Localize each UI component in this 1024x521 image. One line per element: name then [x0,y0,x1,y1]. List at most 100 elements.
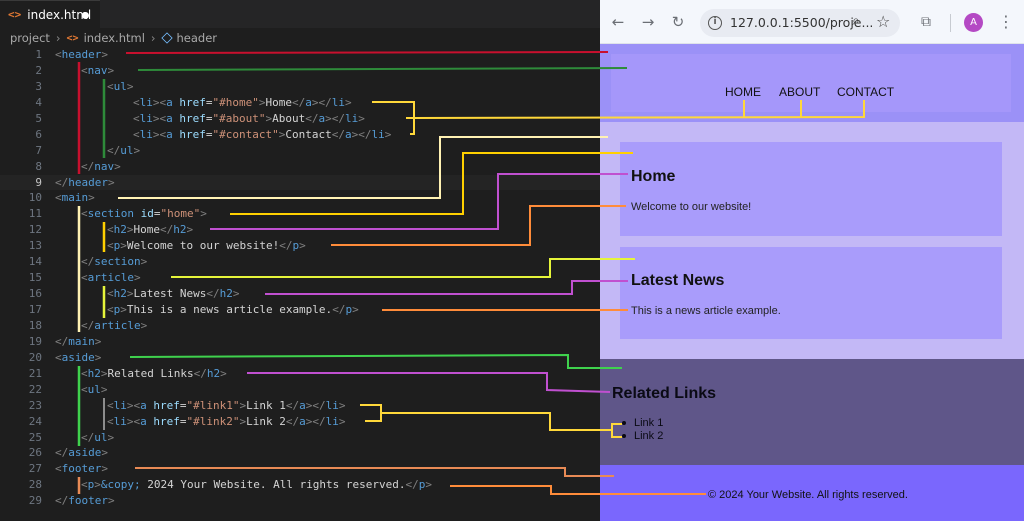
line-number: 16 [28,287,42,301]
line-number: 10 [28,191,42,205]
code-line[interactable]: 26</aside> [0,445,600,461]
code-line[interactable]: 9</header> [0,174,600,191]
rendered-page: HOME ABOUT CONTACT Home Welcome to our w… [600,44,1024,521]
article-card: Latest News This is a news article examp… [620,247,1002,339]
code-text: </section> [81,254,147,270]
reload-icon[interactable]: ↻ [671,13,685,31]
code-line[interactable]: 29</footer> [0,493,600,509]
code-token: </ [81,430,95,444]
zoom-icon[interactable]: ⌕ [852,13,860,29]
code-line[interactable]: 28<p>&copy; 2024 Your Website. All right… [0,477,600,493]
code-line[interactable]: 7</ul> [0,143,600,159]
code-line[interactable]: 25</ul> [0,430,600,446]
code-token: href [179,95,206,109]
nav-link-about[interactable]: ABOUT [779,85,821,99]
code-line[interactable]: 2<nav> [0,63,600,79]
site-info-icon[interactable]: i [708,16,722,30]
browser-menu-icon[interactable]: ⋮ [998,12,1014,31]
browser-toolbar: ← → ↻ i 127.0.0.1:5500/proje... ⌕ ☆ ⧉ A … [600,0,1024,44]
nav-link-contact[interactable]: CONTACT [837,85,895,99]
tab-index-html[interactable]: <> index.html [0,0,100,28]
line-number: 15 [28,271,42,285]
code-line[interactable]: 13<p>Welcome to our website!</p> [0,238,600,254]
code-token: h2 [219,287,233,301]
code-token: < [107,303,114,316]
code-token: < [107,239,114,253]
aside-link-item[interactable]: Link 1 [622,417,663,429]
code-line[interactable]: 24<li><a href="#link2">Link 2</a></li> [0,414,600,430]
code-token: > [258,95,266,109]
code-token: > [94,334,102,348]
code-line[interactable]: 14</section> [0,254,600,270]
code-line[interactable]: 20<aside> [0,350,600,366]
site-main: Home Welcome to our website! Latest News… [600,122,1024,359]
bookmark-star-icon[interactable]: ☆ [876,12,891,31]
code-token: </ [305,111,319,125]
code-token: < [55,462,62,476]
code-token: This is a news article example. [126,303,333,316]
editor-tab-bar: <> index.html [0,0,600,28]
code-token: < [133,111,140,125]
code-line[interactable]: 19</main> [0,334,600,350]
breadcrumb-symbol[interactable]: header [176,31,218,45]
breadcrumb-folder[interactable]: project [10,31,50,45]
code-text: <ul> [81,382,108,398]
url-text[interactable]: 127.0.0.1:5500/proje... [730,15,874,30]
code-token: </ [55,175,69,189]
code-line[interactable]: 11<section id="home"> [0,206,600,222]
code-line[interactable]: 4<li><a href="#home">Home</a></li> [0,95,600,111]
code-token: "#link1" [186,398,240,412]
code-token: </ [55,446,69,460]
code-token: ></ [305,398,326,412]
line-number: 3 [35,79,42,93]
code-line[interactable]: 6<li><a href="#contact">Contact</a></li> [0,127,600,143]
code-line[interactable]: 15<article> [0,270,600,286]
forward-arrow-icon[interactable]: → [641,13,655,31]
code-line[interactable]: 12<h2>Home</h2> [0,222,600,238]
line-number: 18 [28,318,42,332]
code-token: < [55,350,62,364]
tab-label: index.html [27,7,92,22]
extensions-puzzle-icon[interactable]: ⧉ [921,14,931,30]
code-token: </ [55,334,69,348]
code-line[interactable]: 5<li><a href="#about">About</a></li> [0,111,600,127]
code-line[interactable]: 23<li><a href="#link1">Link 1</a></li> [0,398,600,414]
code-line[interactable]: 3<ul> [0,79,600,95]
code-line[interactable]: 10<main> [0,190,600,206]
line-number: 4 [35,95,42,109]
browser-window: ← → ↻ i 127.0.0.1:5500/proje... ⌕ ☆ ⧉ A … [600,0,1024,521]
code-token: > [200,207,207,221]
code-line[interactable]: 8</nav> [0,159,600,175]
back-arrow-icon[interactable]: ← [611,13,625,31]
code-line[interactable]: 17<p>This is a news article example.</p> [0,302,600,318]
code-token: > [108,175,115,189]
code-area[interactable]: 1<header>2<nav>3<ul>4<li><a href="#home"… [0,47,600,509]
code-token: a [140,414,147,428]
code-token: "#link2" [186,414,240,428]
unsaved-dot-icon[interactable] [82,12,89,19]
code-token: < [133,127,140,141]
code-token: aside [68,446,102,460]
aside-link-1[interactable]: Link 1 [634,417,664,429]
aside-link-2[interactable]: Link 2 [634,430,664,442]
code-line[interactable]: 18</article> [0,318,600,334]
aside-link-item[interactable]: Link 2 [622,430,663,442]
code-text: <li><a href="#link2">Link 2</a></li> [107,414,345,430]
html-file-icon: <> [66,32,79,44]
breadcrumb-file[interactable]: index.html [83,31,145,45]
code-line[interactable]: 22<ul> [0,382,600,398]
code-line[interactable]: 21<h2>Related Links</h2> [0,366,600,382]
code-token: > [344,95,352,109]
address-bar[interactable]: i 127.0.0.1:5500/proje... ⌕ ☆ [700,9,900,37]
code-text: <section id="home"> [81,206,207,222]
bullet-icon [622,434,626,439]
code-token: About [272,111,306,125]
code-token: > [239,398,247,412]
profile-avatar[interactable]: A [964,13,983,32]
nav-link-home[interactable]: HOME [725,85,761,99]
code-token: > [338,398,346,412]
code-line[interactable]: 16<h2>Latest News</h2> [0,286,600,302]
code-line[interactable]: 1<header> [0,47,600,63]
code-line[interactable]: 27<footer> [0,461,600,477]
code-text: <header> [55,47,108,63]
